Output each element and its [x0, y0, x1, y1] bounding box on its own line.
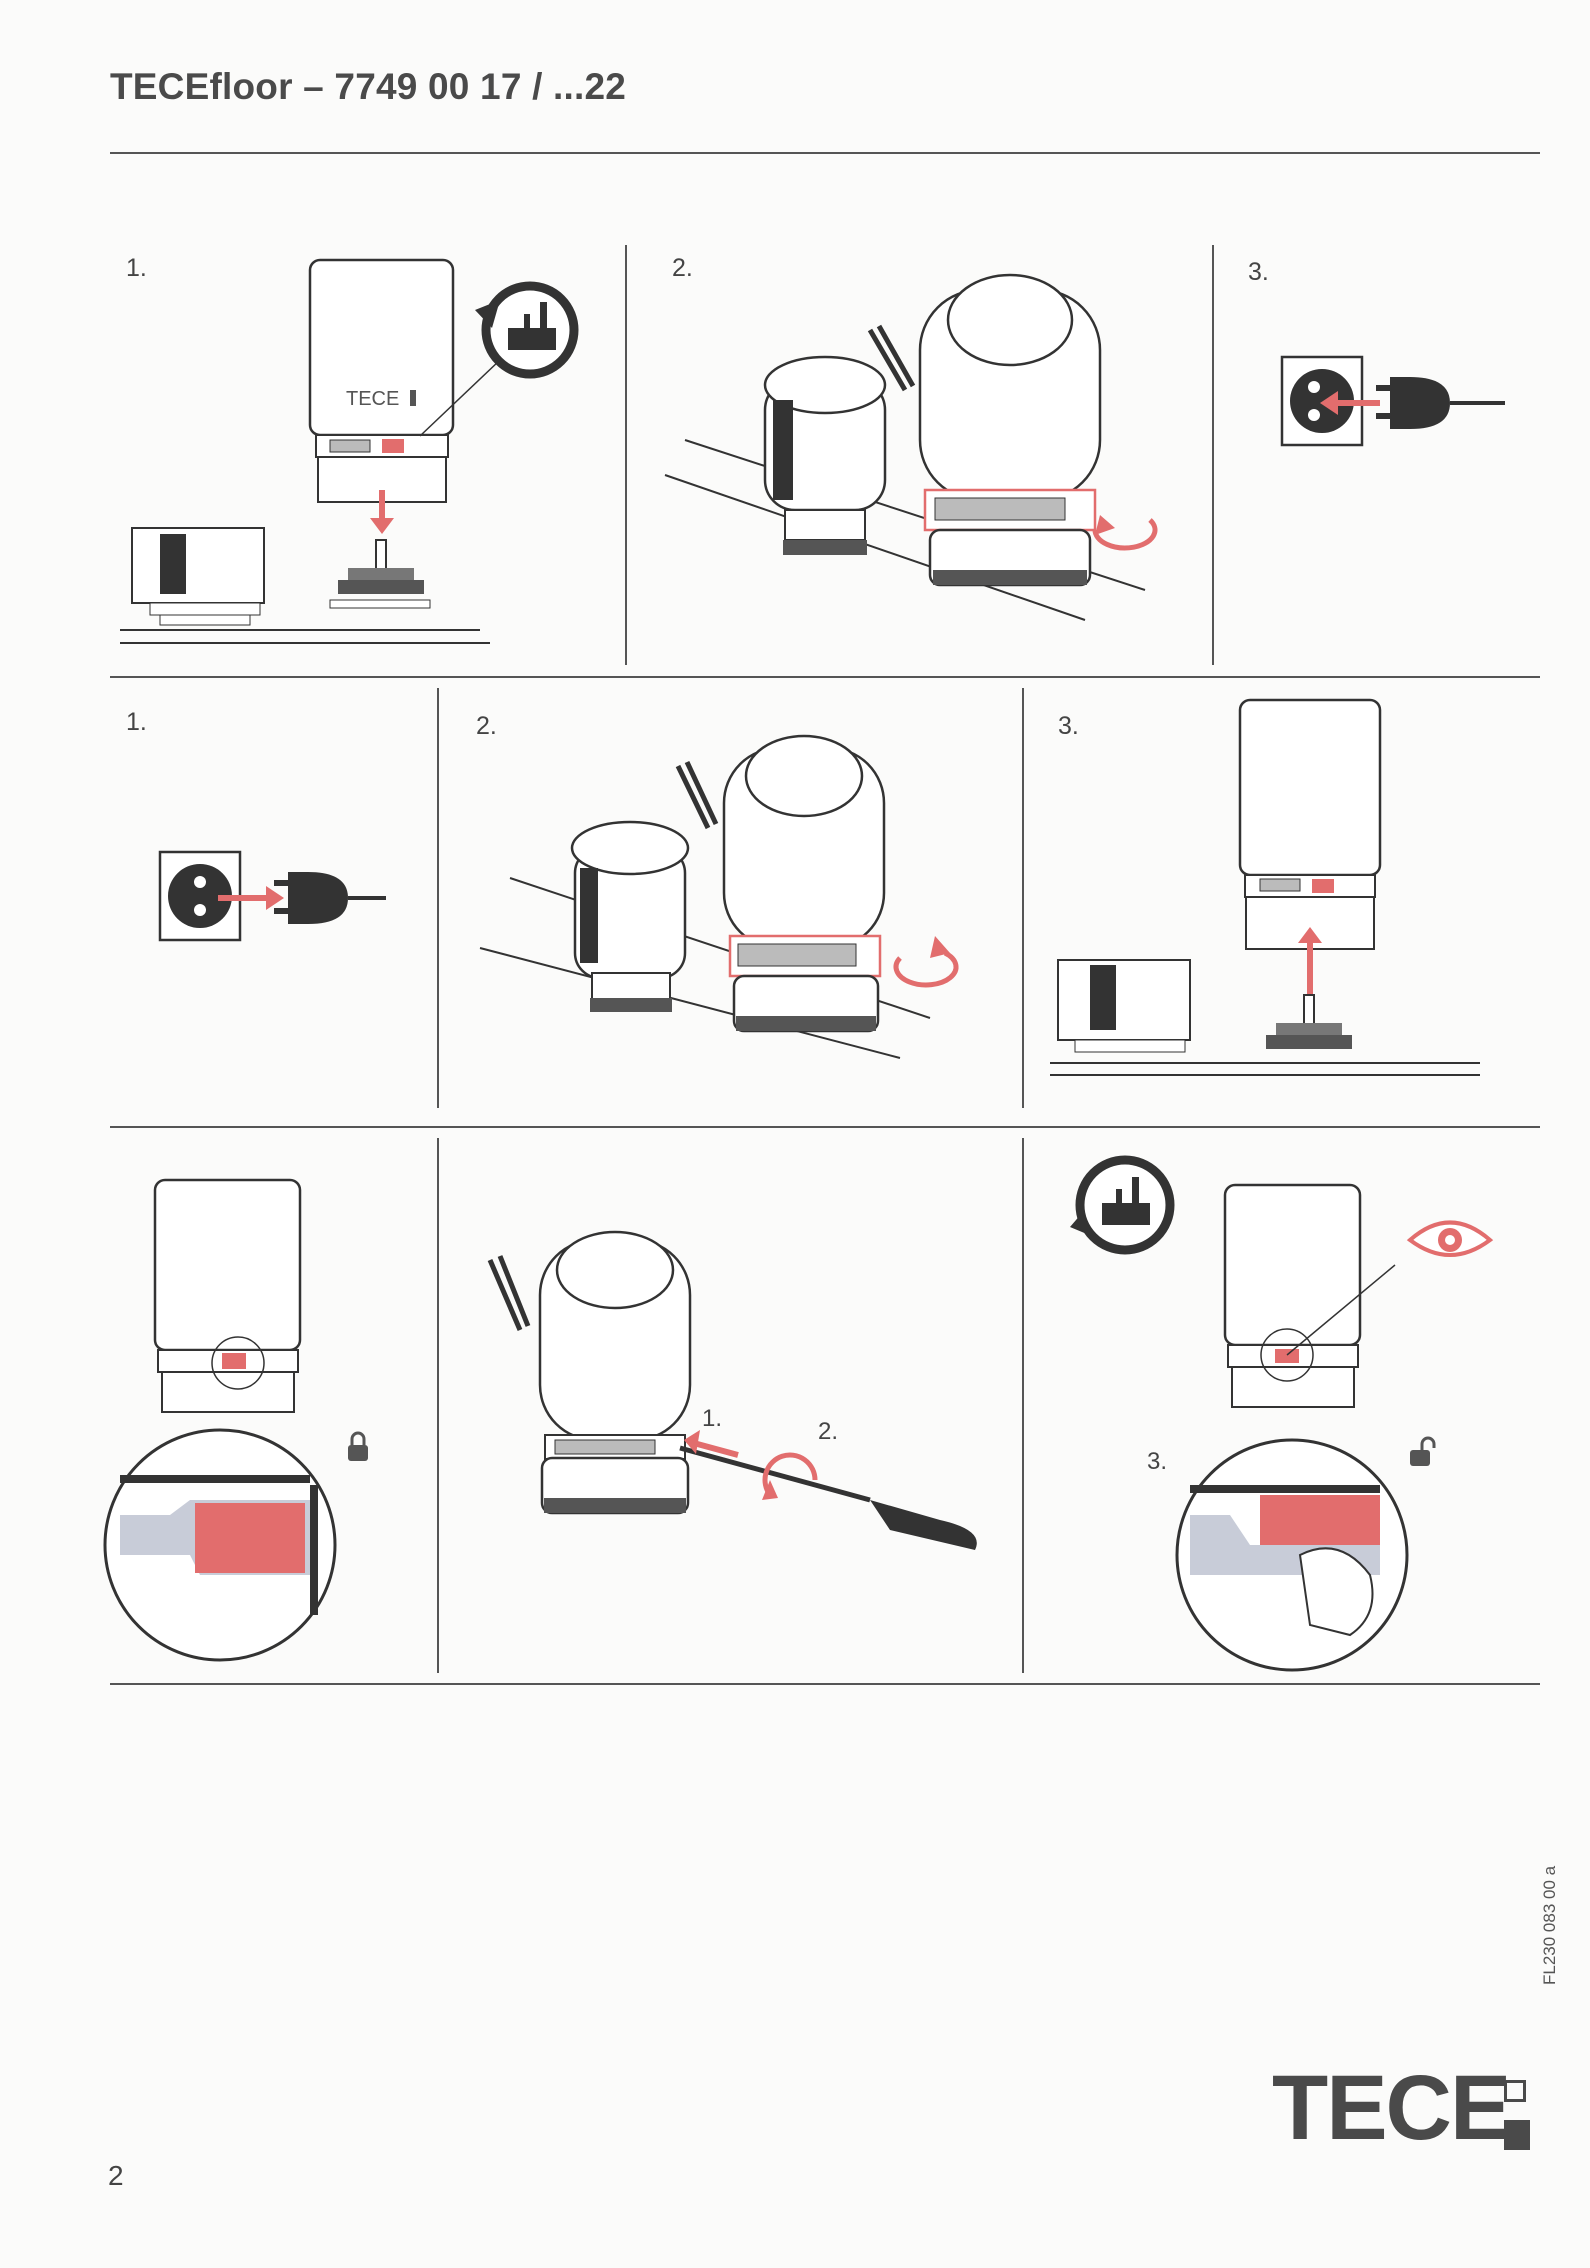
illustration-plug-connect [158, 850, 386, 942]
illustration-remove-actuator [479, 734, 959, 1059]
step-number: 1. [126, 254, 147, 282]
divider [437, 1138, 439, 1673]
row-divider [110, 676, 1540, 678]
document-reference: FL230 083 00 a [1540, 1865, 1559, 1985]
row-divider [110, 1126, 1540, 1128]
illustration-unlock-detail [1070, 1155, 1494, 1672]
illustration-plug-in [1280, 355, 1505, 447]
page-title: TECEfloor – 7749 00 17 / ...22 [110, 66, 627, 107]
product-label: TECE [346, 388, 399, 410]
sub-step-number: 3. [1147, 1448, 1168, 1475]
step-number: 3. [1058, 712, 1079, 740]
divider [1212, 245, 1214, 665]
sub-step-number: 1. [702, 1405, 723, 1432]
brand-logo-text: TECE [1272, 2057, 1511, 2159]
illustration-mount-actuator: TECE [120, 258, 579, 644]
illustration-lift-actuator [1050, 698, 1480, 1076]
header-rule [110, 152, 1540, 154]
divider [1022, 688, 1024, 1108]
divider [625, 245, 627, 665]
row-divider [110, 1683, 1540, 1685]
step-number: 2. [672, 254, 693, 282]
divider [1022, 1138, 1024, 1673]
brand-logo-mark [1504, 2080, 1530, 2150]
illustration-mounted-actuator [664, 273, 1158, 621]
brand-logo: TECE [1272, 2062, 1542, 2158]
step-number: 3. [1248, 258, 1269, 286]
illustration-screwdriver [487, 1230, 977, 1550]
sub-step-number: 2. [818, 1418, 839, 1445]
illustration-locked-detail [103, 1178, 368, 1662]
step-number: 2. [476, 712, 497, 740]
step-number: 1. [126, 708, 147, 736]
divider [437, 688, 439, 1108]
page-number: 2 [108, 2160, 124, 2191]
